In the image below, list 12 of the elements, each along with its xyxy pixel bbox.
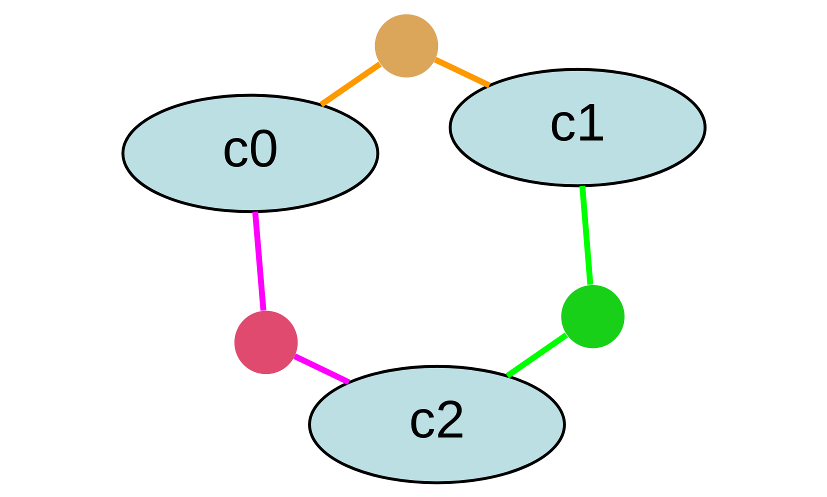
node-ellipse: c2 [308, 364, 566, 484]
node-circle [374, 14, 438, 78]
connector [505, 332, 568, 378]
connector [318, 62, 382, 108]
connector [433, 56, 490, 88]
connector [578, 186, 593, 285]
node-circle [234, 310, 298, 374]
node-ellipse: c1 [448, 68, 706, 188]
node-ellipse: c0 [120, 94, 379, 214]
connector [292, 354, 350, 385]
connector [252, 211, 266, 311]
node-circle [560, 284, 624, 348]
